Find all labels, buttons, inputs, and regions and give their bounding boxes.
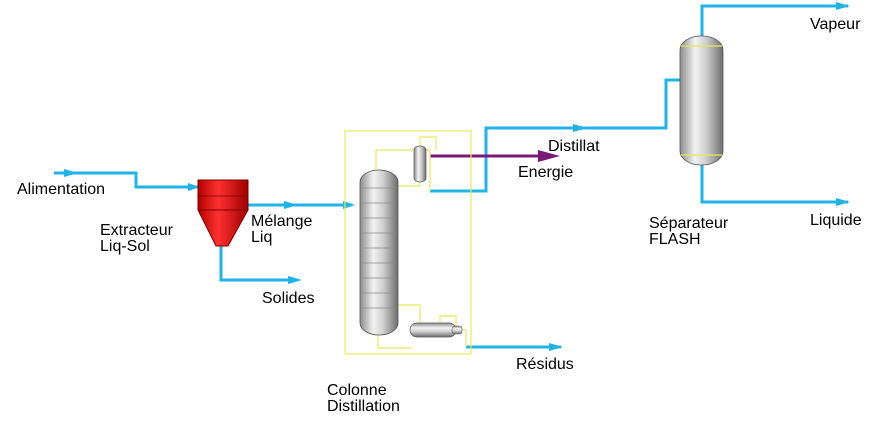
stream-solides[interactable] — [219, 246, 298, 282]
arrow-alimentation — [64, 169, 78, 177]
stream-liquide[interactable] — [700, 162, 848, 204]
label-extracteur-line2: Liq-Sol — [100, 238, 150, 255]
arrow-melange — [284, 201, 298, 209]
arrow-vapeur — [836, 2, 850, 10]
label-melange-line2: Liq — [251, 229, 273, 246]
label-vapeur: Vapeur — [810, 16, 861, 33]
label-colonne-line2: Distillation — [327, 398, 400, 415]
stream-energie[interactable] — [430, 150, 560, 162]
arrow-distillat — [573, 124, 587, 132]
stream-alimentation[interactable] — [54, 171, 198, 189]
arrow-liquide — [836, 198, 850, 206]
label-separateur-line2: FLASH — [649, 231, 701, 248]
label-liquide: Liquide — [810, 212, 862, 229]
label-alimentation: Alimentation — [17, 181, 106, 198]
label-energie: Energie — [518, 164, 574, 181]
hydrocyclone-icon[interactable] — [197, 179, 249, 247]
label-separateur-line1: Séparateur — [649, 215, 729, 232]
label-distillat: Distillat — [548, 138, 600, 155]
arrow-solides — [288, 276, 302, 284]
flash-drum-icon[interactable] — [679, 35, 724, 166]
label-colonne-line1: Colonne — [327, 382, 387, 399]
stream-vapeur[interactable] — [700, 4, 848, 40]
label-extracteur-line1: Extracteur — [100, 222, 173, 239]
label-residus: Résidus — [516, 356, 574, 373]
label-solides: Solides — [262, 290, 315, 307]
distillation-column-icon[interactable] — [344, 130, 472, 355]
arrow-melange-in — [343, 201, 355, 209]
label-melange-line1: Mélange — [251, 213, 313, 230]
arrow-residus — [549, 343, 563, 351]
arrow-alimentation-in — [188, 183, 200, 191]
